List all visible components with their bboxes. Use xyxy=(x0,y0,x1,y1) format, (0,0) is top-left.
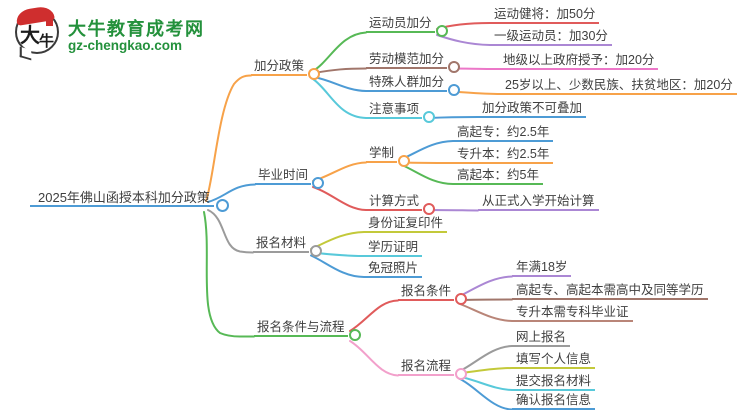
node-notes: 注意事项 xyxy=(366,102,436,123)
leaf-education-certificate: 学历证明 xyxy=(364,240,423,257)
edge-registration-conditions xyxy=(349,299,399,332)
leaf-fill-personal-info: 填写个人信息 xyxy=(512,352,596,369)
node-root-circle xyxy=(215,199,229,212)
leaf-calc-from-enrollment: 从正式入学开始计算 xyxy=(478,194,599,211)
node-labor-model-bonus-circle xyxy=(448,61,461,73)
site-name: 大牛教育成考网 xyxy=(68,19,205,39)
edge-no-stacking-note xyxy=(428,116,479,119)
node-registration-materials-label: 报名材料 xyxy=(256,236,307,250)
leaf-associate-diploma-required: 专升本需专科毕业证 xyxy=(512,305,633,322)
node-graduation-time: 毕业时间 xyxy=(255,168,325,189)
node-special-groups-bonus-circle xyxy=(448,84,461,96)
edge-special-groups-bonus xyxy=(313,76,367,92)
leaf-highschool-equivalent-required: 高起专、高起本需高中及同等学历 xyxy=(512,283,708,300)
node-calculation-method-circle xyxy=(423,203,436,215)
edge-highschool-equivalent-required xyxy=(461,298,513,301)
node-registration-materials-circle xyxy=(310,245,323,257)
edge-age-requirement xyxy=(459,275,513,297)
node-registration-conditions-process: 报名条件与流程 xyxy=(254,320,361,341)
leaf-confirm-registration-info: 确认报名信息 xyxy=(512,393,596,410)
node-registration-process-circle xyxy=(455,368,468,380)
node-registration-process: 报名流程 xyxy=(398,359,468,380)
node-study-length: 学制 xyxy=(366,146,411,167)
node-athlete-bonus: 运动员加分 xyxy=(366,16,448,37)
node-bonus-policy: 加分政策 xyxy=(251,59,321,80)
node-calculation-method: 计算方式 xyxy=(366,194,436,215)
edge-zhuanshengben-duration xyxy=(402,161,454,164)
node-root: 2025年佛山函授本科加分政策 xyxy=(30,190,229,212)
node-study-length-circle xyxy=(398,155,411,167)
edge-gaoqizhuan-duration xyxy=(401,140,454,160)
leaf-online-registration: 网上报名 xyxy=(512,330,571,347)
node-registration-conditions-process-circle xyxy=(348,329,361,341)
node-calculation-method-label: 计算方式 xyxy=(369,194,420,208)
node-registration-conditions-circle xyxy=(455,293,468,305)
node-registration-conditions: 报名条件 xyxy=(398,284,468,305)
leaf-id-card-copy: 身份证复印件 xyxy=(364,216,448,233)
leaf-age-requirement: 年满18岁 xyxy=(512,260,572,277)
edge-graduation-time xyxy=(207,183,256,203)
edge-calc-from-enrollment xyxy=(427,209,479,212)
node-registration-conditions-process-label: 报名条件与流程 xyxy=(257,320,345,334)
edge-registration-process xyxy=(349,340,399,377)
node-graduation-time-circle xyxy=(312,177,325,189)
node-graduation-time-label: 毕业时间 xyxy=(258,168,309,182)
edge-gaoqiben-duration xyxy=(401,164,454,185)
edge-athlete-bonus xyxy=(312,31,367,72)
edge-calculation-method xyxy=(312,186,367,211)
edge-fill-personal-info xyxy=(460,367,513,374)
logo-red-seal-icon xyxy=(46,19,53,26)
leaf-special-groups-detail: 25岁以上、少数民族、扶贫地区：加20分 xyxy=(501,78,737,95)
edge-notes xyxy=(312,78,367,119)
node-special-groups-bonus: 特殊人群加分 xyxy=(366,75,461,96)
edge-level1-athlete-bonus xyxy=(436,34,491,46)
logo-char-niu: 牛 xyxy=(38,34,54,50)
node-notes-circle xyxy=(423,111,436,123)
leaf-submit-materials: 提交报名材料 xyxy=(512,374,596,391)
site-logo: 大 牛 大牛教育成考网 gz-chengkao.com xyxy=(10,5,240,64)
leaf-zhuanshengben-duration: 专升本：约2.5年 xyxy=(453,147,554,164)
node-notes-label: 注意事项 xyxy=(369,102,420,116)
edge-bonus-policy xyxy=(205,74,252,202)
edge-registration-materials xyxy=(207,209,254,254)
leaf-bareheaded-photo: 免冠照片 xyxy=(364,261,423,278)
node-special-groups-bonus-label: 特殊人群加分 xyxy=(369,75,445,89)
node-registration-conditions-label: 报名条件 xyxy=(401,284,452,298)
node-root-label: 2025年佛山函授本科加分政策 xyxy=(38,190,210,205)
leaf-gaoqiben-duration: 高起本：约5年 xyxy=(453,168,543,185)
leaf-gaoqizhuan-duration: 高起专：约2.5年 xyxy=(453,125,554,142)
edge-registration-conditions-process xyxy=(203,211,255,338)
logo-speech-bubble-icon: 大 牛 xyxy=(15,5,59,61)
node-bonus-policy-circle xyxy=(308,68,321,80)
leaf-sports-elite-bonus: 运动健将：加50分 xyxy=(490,7,600,24)
edge-confirm-registration-info xyxy=(459,378,513,410)
edge-bareheaded-photo xyxy=(310,254,365,278)
site-url: gz-chengkao.com xyxy=(68,38,183,53)
node-study-length-label: 学制 xyxy=(369,146,395,160)
edge-labor-model-bonus xyxy=(313,67,367,74)
node-labor-model-bonus: 劳动模范加分 xyxy=(366,52,461,73)
leaf-prefecture-govt-award: 地级以上政府授予：加20分 xyxy=(499,53,659,70)
node-athlete-bonus-label: 运动员加分 xyxy=(369,16,432,30)
logo-bubble-tail xyxy=(19,46,32,61)
node-athlete-bonus-circle xyxy=(435,25,448,37)
node-registration-materials: 报名材料 xyxy=(253,236,323,257)
node-registration-process-label: 报名流程 xyxy=(401,359,452,373)
edge-associate-diploma-required xyxy=(459,303,513,322)
node-bonus-policy-label: 加分政策 xyxy=(254,59,305,73)
logo-char-da: 大 xyxy=(20,25,40,47)
node-labor-model-bonus-label: 劳动模范加分 xyxy=(369,52,445,66)
leaf-no-stacking-note: 加分政策不可叠加 xyxy=(478,101,587,118)
leaf-level1-athlete-bonus: 一级运动员：加30分 xyxy=(490,29,612,46)
